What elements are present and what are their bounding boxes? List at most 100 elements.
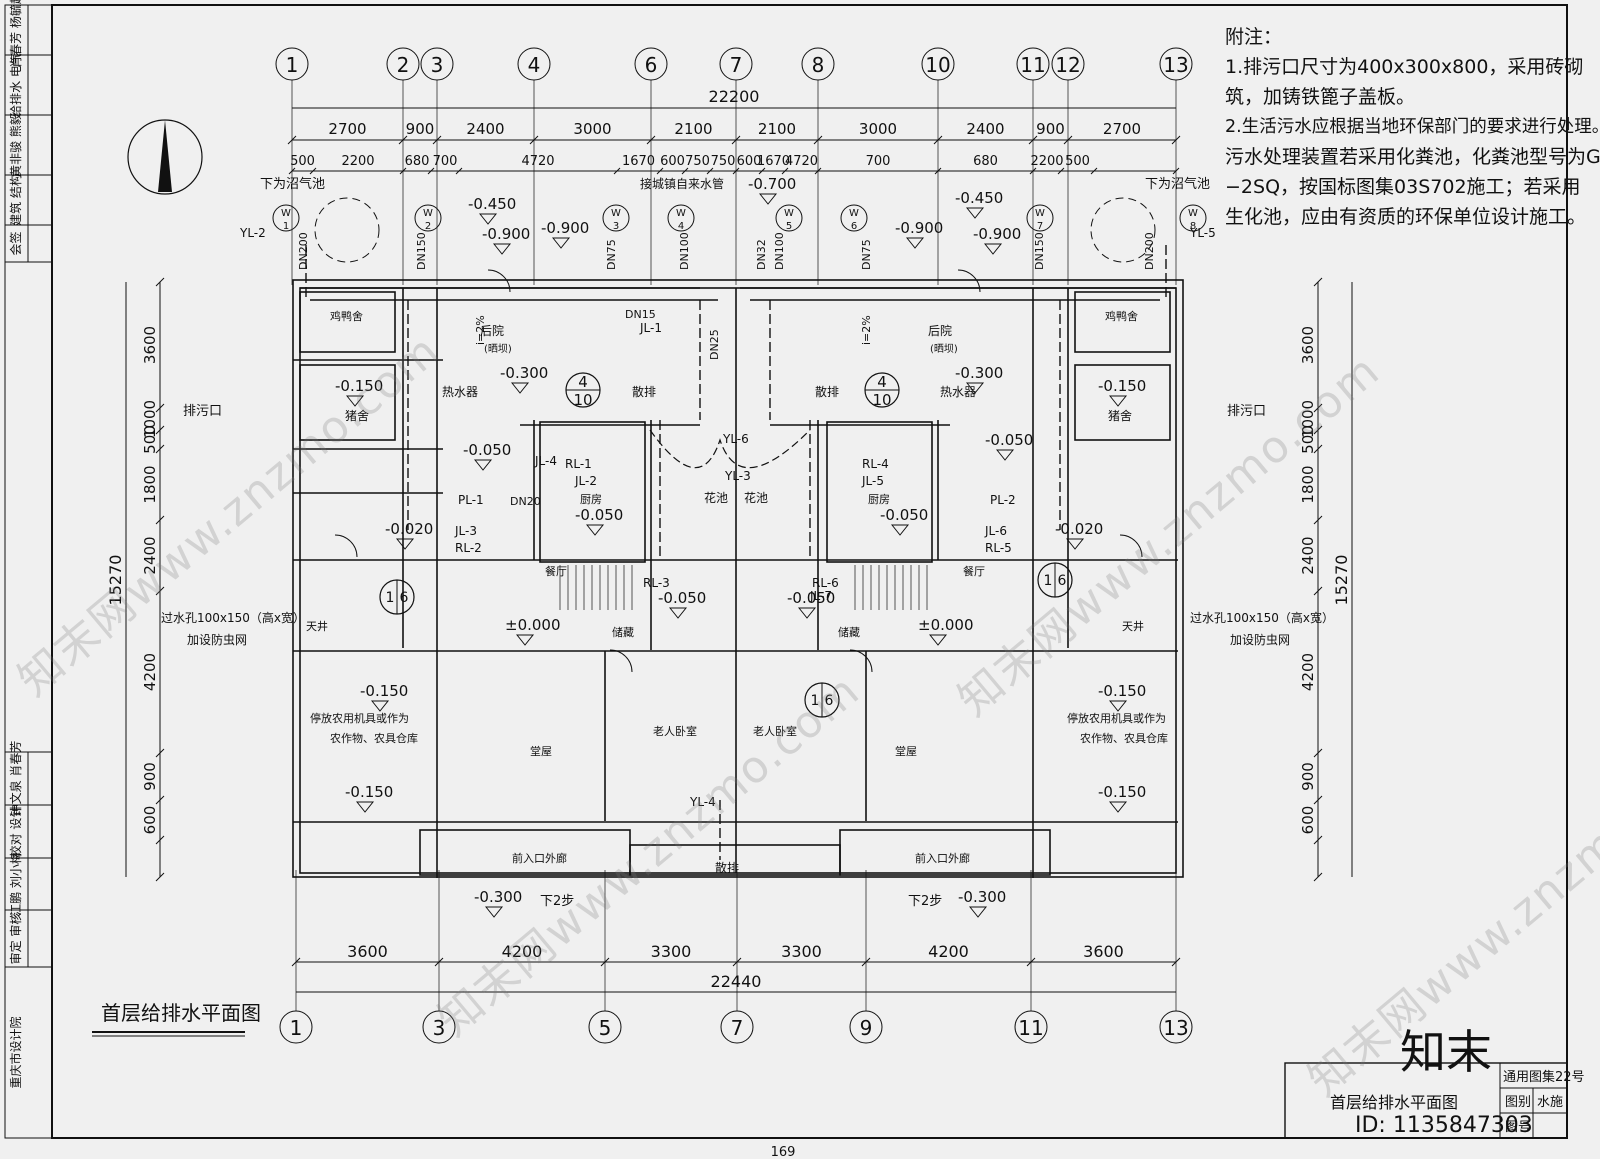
dim-top-row2: 2200	[341, 154, 374, 169]
level-mark: -0.300	[500, 364, 548, 382]
axis-label: 5	[599, 1016, 612, 1040]
plan-labels: W1W2W3W4W5W6W7W8下为沼气池下为沼气池接城镇自来水管排污口排污口过…	[127, 119, 1334, 918]
north-arrow-pointer	[158, 120, 172, 192]
level-mark: -0.450	[468, 195, 516, 213]
w-tag-label: 1	[283, 221, 289, 232]
detail-callout-label: 1	[811, 693, 820, 709]
sign-strip-entry: 建筑 结构	[8, 174, 23, 226]
title-block: 首层给排水平面图169首层给排水平面图通用图集22号图别水施图号知末ID: 11…	[92, 1001, 1585, 1159]
dim-top-row1: 900	[1036, 120, 1065, 138]
level-mark: -0.900	[482, 225, 530, 243]
pipe-rl-label: RL-2	[455, 541, 482, 555]
notes-line: 2.生活污水应根据当地环保部门的要求进行处理。	[1225, 117, 1600, 137]
level-mark: -0.050	[463, 441, 511, 459]
room-porch: 前入口外廊	[915, 851, 970, 865]
room-patio: 天井	[306, 619, 328, 633]
level-mark: ±0.000	[918, 616, 974, 634]
dim-top-row2: 4720	[521, 154, 554, 169]
pipe-dn-label: DN200	[1143, 232, 1156, 270]
w-tag-label: W	[1035, 208, 1045, 219]
axis-label: 9	[860, 1016, 873, 1040]
walls	[292, 269, 1184, 878]
wall	[539, 421, 646, 563]
notes-line: 生化池，应由有资质的环保单位设计施工。	[1225, 206, 1587, 228]
w-tag-icon	[272, 204, 300, 232]
room-flower: 花池	[744, 490, 768, 505]
room-heater: 热水器	[442, 385, 478, 399]
down-steps-label: 下2步	[908, 894, 942, 909]
level-mark: -0.300	[958, 888, 1006, 906]
dim-right: 600	[1299, 806, 1317, 835]
notes-line: 1.排污口尺寸为400x300x800，采用砖砌	[1225, 56, 1584, 78]
room-farm: 农作物、农具仓库	[330, 731, 418, 745]
dim-bottom-row: 4200	[502, 942, 543, 961]
pipe-pl-label: PL-2	[990, 493, 1016, 507]
insect-net-label: 加设防虫网	[1230, 632, 1290, 647]
dim-bottom-total: 22440	[711, 972, 762, 991]
pipe-dn-label: DN150	[1033, 232, 1046, 270]
drain-label: 散排	[715, 860, 739, 875]
pipe-dn-label: DN150	[415, 232, 428, 270]
dim-right: 2400	[1299, 536, 1317, 574]
biogas-label: 下为沼气池	[1145, 176, 1210, 192]
insect-net-label: 加设防虫网	[187, 632, 247, 647]
pipe-rl-label: RL-3	[643, 576, 670, 590]
room-storage: 储藏	[838, 625, 860, 639]
sign-strip-entry: 钟文泉 肖春芳	[8, 741, 23, 817]
room-main: 堂屋	[895, 745, 917, 758]
pipe-jl-label: JL-2	[574, 474, 597, 488]
watermark-brand: 知末	[1400, 1025, 1492, 1079]
dim-top-row1: 2100	[758, 120, 796, 138]
dim-bottom-row: 4200	[928, 942, 969, 961]
dim-bottom-row: 3300	[651, 942, 692, 961]
dim-left: 500	[141, 425, 159, 454]
dim-right: 900	[1299, 762, 1317, 791]
level-mark: ±0.000	[505, 616, 561, 634]
axis-label: 7	[731, 1016, 744, 1040]
dim-right: 3600	[1299, 326, 1317, 364]
dim-top-row1: 2400	[966, 120, 1004, 138]
outlet-label: 排污口	[1227, 404, 1266, 419]
pipe-rl-label: RL-4	[862, 457, 889, 471]
pipe-pl-label: PL-1	[458, 493, 484, 507]
w-tag-label: 6	[851, 221, 857, 232]
pipes	[305, 197, 1167, 860]
dim-top-row1: 2700	[328, 120, 366, 138]
wall	[1074, 364, 1171, 441]
axis-label: 12	[1055, 53, 1080, 77]
water-main-label: 接城镇自来水管	[640, 176, 724, 191]
sign-strip-entry: 重庆市设计院	[8, 1016, 23, 1088]
drawing-title: 首层给排水平面图	[101, 1001, 261, 1025]
wall	[629, 844, 841, 876]
sign-strip-entry: 会签	[8, 231, 23, 255]
level-mark: -0.050	[658, 589, 706, 607]
dim-right: 4200	[1299, 653, 1317, 691]
w-tag-label: W	[784, 208, 794, 219]
biogas-label: 下为沼气池	[260, 176, 325, 192]
dim-bottom-row: 3600	[347, 942, 388, 961]
room-storage: 储藏	[612, 625, 634, 639]
level-mark: -0.050	[880, 506, 928, 524]
wall	[1074, 291, 1171, 353]
room-chicken: 鸡鸭舍	[330, 309, 363, 323]
pipe-jl-label: JL-4	[534, 454, 557, 468]
dim-bottom-row: 3300	[781, 942, 822, 961]
dim-top-total: 22200	[709, 87, 760, 106]
room-heater: 热水器	[940, 385, 976, 399]
dim-right: 1800	[1299, 465, 1317, 503]
dim-top-row2: 1670	[757, 154, 790, 169]
room-backyard: (晒坝)	[484, 343, 512, 355]
axis-label: 1	[286, 53, 299, 77]
w-tag-label: 7	[1037, 221, 1043, 232]
pipe-yl-label: YL-3	[724, 469, 751, 483]
dim-top-row2: 1670	[622, 154, 655, 169]
sign-strip-entry: 江鹏 刘小梅	[8, 852, 23, 916]
room-backyard: 后院	[480, 324, 504, 338]
dim-top-row2: 750	[711, 154, 736, 169]
room-chicken: 鸡鸭舍	[1105, 309, 1138, 323]
dim-right-total: 15270	[1332, 555, 1351, 606]
pipe-dn-label: DN15	[625, 308, 656, 321]
dim-top-row2: 4720	[785, 154, 818, 169]
room-kitchen: 厨房	[580, 493, 602, 506]
